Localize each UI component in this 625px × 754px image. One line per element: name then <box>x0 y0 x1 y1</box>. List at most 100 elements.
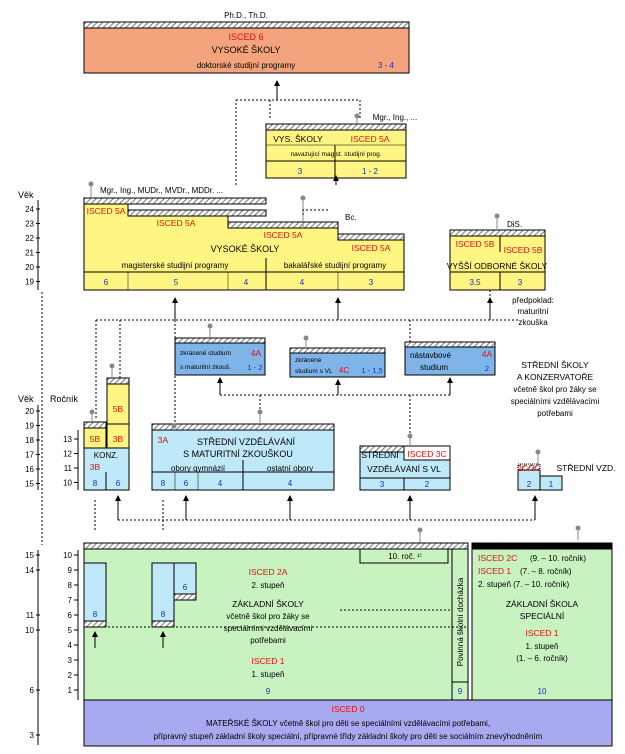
vs-years-0: 6 <box>104 278 109 287</box>
isced6-years: 3 - 4 <box>378 61 395 70</box>
vs-degree-mag: Mgr., Ing., MUDr., MVDr., MDDr. ... <box>100 186 223 195</box>
zss-line1-label: ISCED 2C <box>478 553 517 563</box>
ssm-years-3: 4 <box>288 479 293 488</box>
ssvl-box: STŘEDNÍ VZDĚLÁVÁNÍ S VL ISCED 3C 3 2 <box>359 433 451 491</box>
rocnik-label-mid: Ročník <box>50 394 79 404</box>
ssm-sub-gym: obory gymnázií <box>171 464 226 473</box>
grade-label: 12 <box>63 450 72 459</box>
vos-degree: DiS. <box>507 220 522 229</box>
zs-title4: potřebami <box>250 636 286 645</box>
age-label: 21 <box>25 249 34 258</box>
vs-years-3: 4 <box>300 278 305 287</box>
zs-compulsory: Povinná školní docházka <box>456 577 465 666</box>
age-label: 20 <box>25 263 34 272</box>
connectors-to-isced6 <box>235 80 361 185</box>
isced6-label: ISCED 6 <box>228 32 263 42</box>
grade-label: 10 <box>63 479 72 488</box>
zss-label-1: ISCED 1 <box>525 628 558 638</box>
zss-years: 10 <box>538 687 547 696</box>
zkracene-mat-years: 1 - 2 <box>247 363 262 372</box>
vek-label-top: Věk <box>18 190 34 200</box>
zss-title2: SPECIÁLNÍ <box>520 611 565 621</box>
age-label: 11 <box>26 611 35 620</box>
special-note-4: speciálními vzdělávacími <box>511 397 600 406</box>
zss-stage1: 1. stupeň <box>526 642 559 651</box>
mag-followup-years-a: 3 <box>298 167 303 176</box>
zkracene-vl-label: 4C <box>339 365 350 375</box>
ssm-years-1: 6 <box>184 479 189 488</box>
special-note: STŘEDNÍ ŠKOLY A KONZERVATOŘE včetně škol… <box>511 360 600 418</box>
vs-prog-bc: bakalářské studijní programy <box>284 261 386 270</box>
konz-title: KONZ. <box>94 451 118 460</box>
zss-line3: 2. stupeň (7. – 10. ročník) <box>478 580 569 589</box>
grade-label: 1 <box>68 686 73 695</box>
age-label: 24 <box>25 205 34 214</box>
ssv-title: STŘEDNÍ VZD. <box>556 463 615 473</box>
vos-prereq-3: zkouška <box>518 318 548 327</box>
vs-prog-mag: magisterské studijní programy <box>122 261 229 270</box>
vos-prereq-1: předpoklad: <box>512 296 554 305</box>
vos-label-right: ISCED 5B <box>504 245 543 255</box>
zs-label-1: ISCED 1 <box>251 656 284 666</box>
special-note-3: včetně škol pro žáky se <box>513 385 597 394</box>
grade-label: 11 <box>64 464 73 473</box>
zkracene-mat-label: 4A <box>251 348 262 358</box>
konz-box: 5B 5B 3B KONZ. 3B 8 6 <box>83 363 130 491</box>
grade-label: 8 <box>68 581 73 590</box>
zss-stage1-years: (1. – 6. ročník) <box>516 654 568 663</box>
ms-line1: MATEŘSKÉ ŠKOLY včetně škol pro děti se s… <box>206 719 490 728</box>
konz-label-5b: 5B <box>90 434 101 444</box>
arrows-basic-to-secondary <box>94 495 581 543</box>
grade-label: 3 <box>68 656 73 665</box>
ssm-years-0: 8 <box>161 479 166 488</box>
vs-label-center: ISCED 5A <box>264 230 303 240</box>
zs-title1: ZÁKLADNÍ ŠKOLY <box>232 599 304 609</box>
age-label: 22 <box>25 234 34 243</box>
ssvl-label: ISCED 3C <box>407 449 446 459</box>
ms-box: ISCED 0 MATEŘSKÉ ŠKOLY včetně škol pro d… <box>83 699 613 747</box>
nastavbove-line2: studium <box>420 363 448 372</box>
isced6-box: Ph.D., Th.D. ISCED 6 VYSOKÉ ŠKOLY doktor… <box>83 11 410 74</box>
zkracene-vl-years: 1 - 1,5 <box>361 366 382 375</box>
age-label: 20 <box>25 407 34 416</box>
ssvl-title2: VZDĚLÁVÁNÍ S VL <box>367 464 441 474</box>
ssm-sub-other: ostatní obory <box>267 464 313 473</box>
vs-label-mid: ISCED 5A <box>157 218 196 228</box>
age-label: 15 <box>25 480 34 489</box>
nastavbove-years: 2 <box>485 364 489 373</box>
vs-box: Mgr., Ing., MUDr., MVDr., MDDr. ... Bc. … <box>83 181 405 291</box>
mag-followup-degree: Mgr., Ing., ... <box>373 113 417 122</box>
vs-years-4: 3 <box>369 278 374 287</box>
special-note-2: A KONZERVATOŘE <box>517 372 594 382</box>
ssm-title1: STŘEDNÍ VZDĚLÁVÁNÍ <box>197 437 296 447</box>
zss-box: ISCED 2C (9. – 10. ročník) ISCED 1 (7. –… <box>471 542 613 701</box>
grade-label: 2 <box>68 671 73 680</box>
vos-box: DiS. ISCED 5B ISCED 5B VYŠŠÍ ODBORNÉ ŠKO… <box>447 213 554 327</box>
ssvl-title1: STŘEDNÍ <box>361 450 399 460</box>
zss-line2-label: ISCED 1 <box>478 566 511 576</box>
zs-years-9b: 9 <box>458 687 463 696</box>
mag-followup-label: ISCED 5A <box>351 134 390 144</box>
isced6-title: VYSOKÉ ŠKOLY <box>212 45 281 55</box>
vs-label-right: ISCED 5A <box>352 243 391 253</box>
mag-followup-subtitle: navazující magist. studijní prog. <box>290 151 381 158</box>
grade-label: 10 <box>63 551 72 560</box>
konz-label-5b-top: 5B <box>113 404 124 414</box>
nastavbove-label: 4A <box>482 349 493 359</box>
vek-label-mid: Věk <box>18 394 34 404</box>
zs-label-2a: ISCED 2A <box>249 567 288 577</box>
vs-label-left: ISCED 5A <box>87 206 126 216</box>
isced6-subtitle: doktorské studijní programy <box>197 61 295 70</box>
grade-label: 6 <box>68 611 73 620</box>
zss-line2-text: (7. – 8. ročník) <box>520 567 572 576</box>
konz-years-a: 8 <box>93 479 98 488</box>
ssvl-years-a: 3 <box>380 480 385 489</box>
age-label: 18 <box>25 436 34 445</box>
age-label: 10 <box>25 626 34 635</box>
ssv-years-b: 1 <box>549 480 554 489</box>
zs-years-8a: 8 <box>93 610 98 619</box>
zkracene-mat-line2: s maturitní zkouš. <box>180 364 231 371</box>
nastavbove-box: nástavbové studium 4A 2 <box>404 341 496 395</box>
age-label: 23 <box>25 220 34 229</box>
